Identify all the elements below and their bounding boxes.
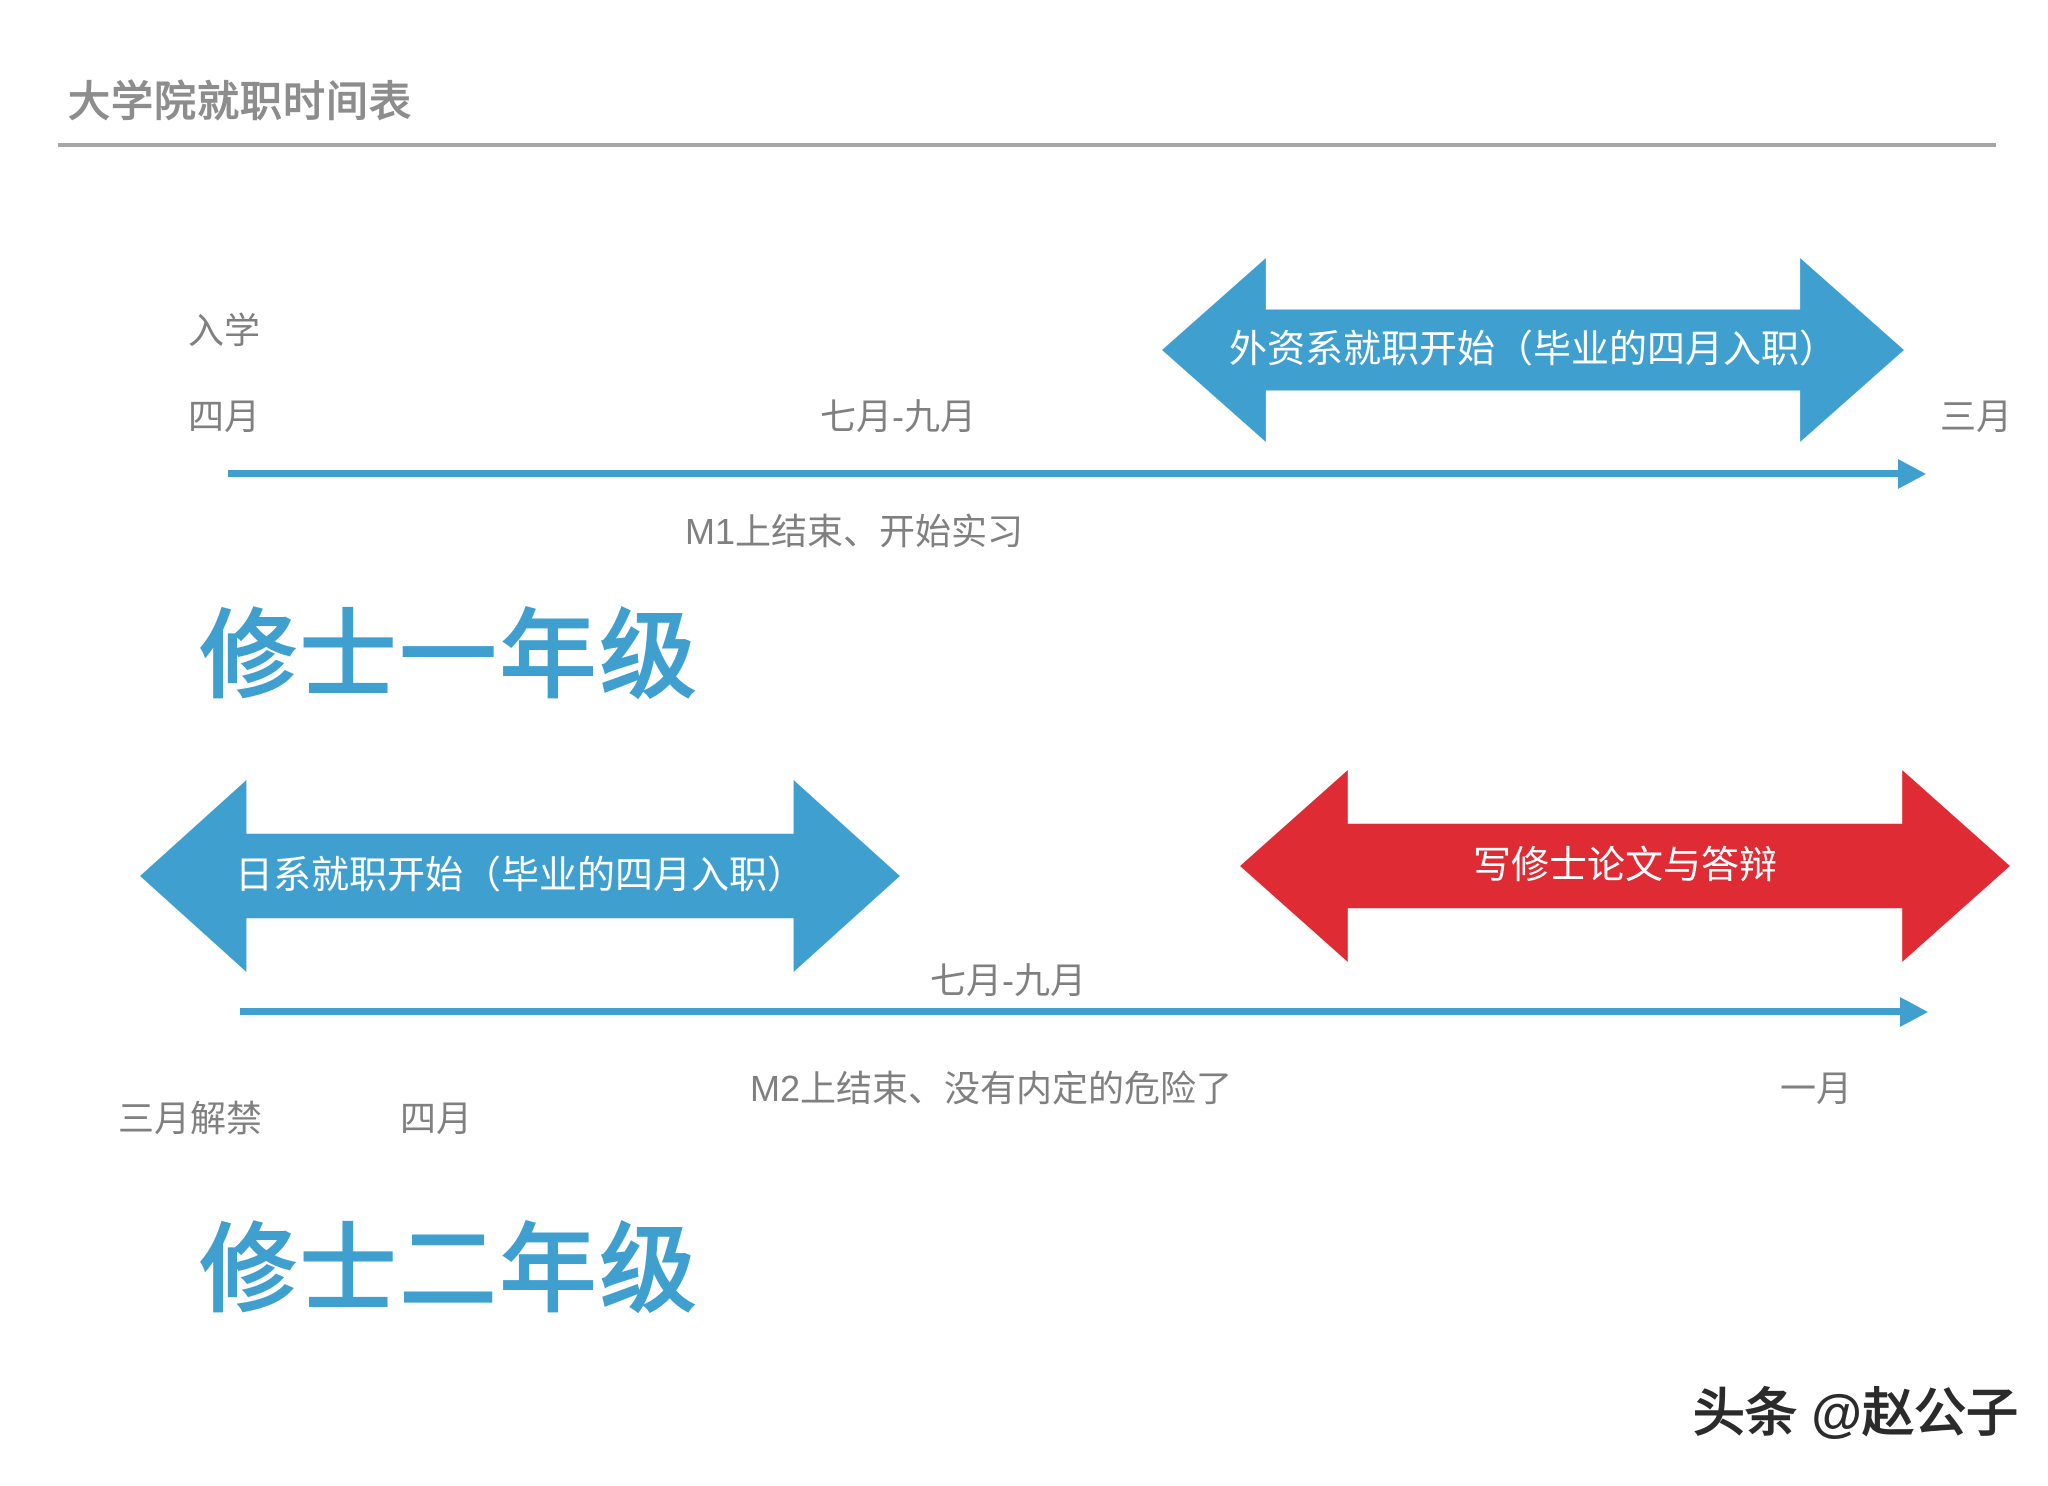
label-mid-period-y2: 七月-九月 [930, 960, 1086, 1001]
page-title: 大学院就职时间表 [68, 78, 413, 125]
label-end-month-y2: 一月 [1780, 1068, 1853, 1109]
heading-year-one: 修士一年级 [200, 603, 700, 710]
label-below-line-y1: M1上结束、开始实习 [685, 511, 1024, 552]
label-mid-period-y1: 七月-九月 [820, 396, 976, 437]
arrow-thesis-defense[interactable]: 写修士论文与答辩 [1240, 770, 2010, 962]
arrow-japanese-hiring[interactable]: 日系就职开始（毕业的四月入职） [140, 780, 900, 972]
arrow-thesis-defense-label: 写修士论文与答辩 [1472, 845, 1777, 887]
label-start-month-y2: 三月解禁 [118, 1098, 263, 1139]
label-enrollment-y1: 入学 [188, 310, 261, 351]
arrow-japanese-hiring-label: 日系就职开始（毕业的四月入职） [234, 855, 805, 897]
label-start-month-y1: 四月 [188, 396, 261, 437]
timeline-year-one [228, 470, 1900, 477]
arrow-foreign-hiring-label: 外资系就职开始（毕业的四月入职） [1228, 329, 1837, 371]
label-end-month-y1: 三月 [1940, 396, 2013, 437]
arrow-foreign-hiring[interactable]: 外资系就职开始（毕业的四月入职） [1162, 258, 1904, 442]
label-below-line-y2: M2上结束、没有内定的危险了 [750, 1068, 1233, 1109]
heading-year-two: 修士二年级 [200, 1217, 700, 1324]
title-divider [58, 143, 1996, 147]
timeline-year-two [240, 1008, 1902, 1015]
label-second-month-y2: 四月 [400, 1098, 473, 1139]
watermark: 头条 @赵公子 [1692, 1385, 2018, 1443]
